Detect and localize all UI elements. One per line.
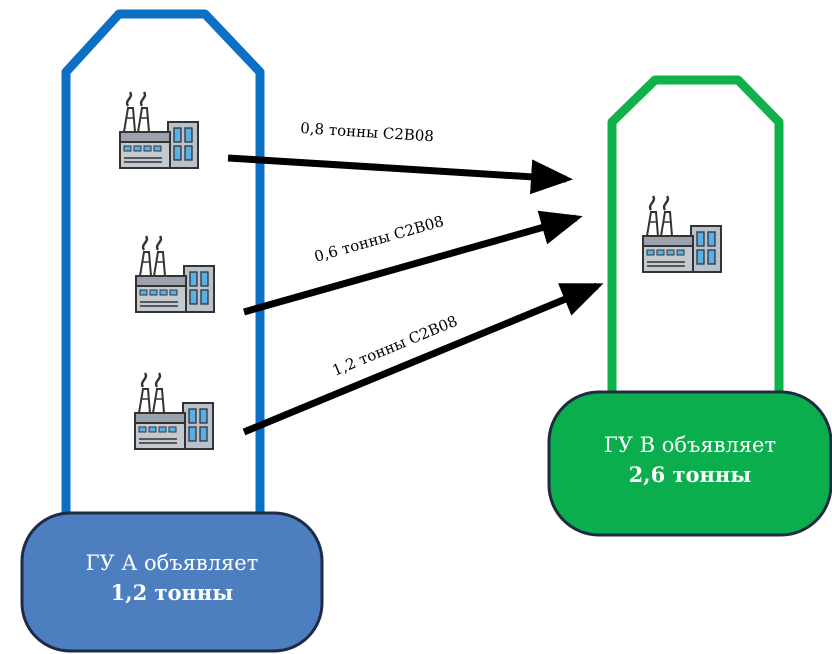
region-a-declaration: ГУ А объявляет 1,2 тонны	[22, 548, 322, 608]
region-b-declare-text: ГУ В объявляет	[603, 433, 777, 457]
region-b-amount: 2,6 тонны	[628, 462, 752, 487]
region-a-bubble	[20, 511, 324, 653]
transfer-arrow-3	[242, 282, 604, 436]
region-a-amount: 1,2 тонны	[110, 580, 234, 605]
region-b-declaration: ГУ В объявляет 2,6 тонны	[549, 430, 831, 490]
region-b-bubble	[547, 390, 832, 537]
transfer-arrow-1	[227, 154, 573, 195]
transfer-arrow-2	[243, 210, 583, 316]
region-a-declare-text: ГУ А объявляет	[85, 551, 259, 575]
transfer-label-1: 0,8 тонны C2B08	[300, 119, 435, 145]
